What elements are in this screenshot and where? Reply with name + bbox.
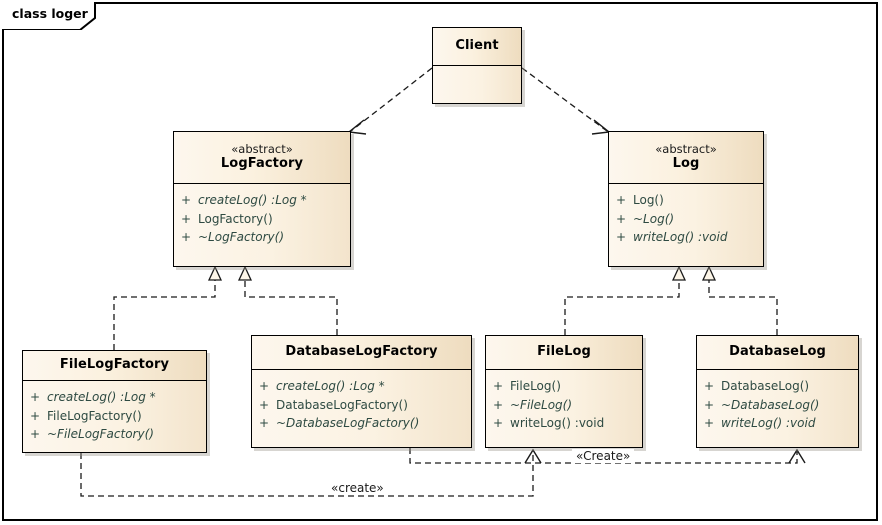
class-name-log: Log	[672, 156, 700, 172]
member-signature: writeLog() :void	[633, 230, 728, 245]
class-box-client[interactable]: Client	[432, 27, 522, 104]
member-row: + ~Log()	[609, 210, 763, 229]
member-visibility: +	[492, 416, 504, 431]
member-row: + ~FileLog()	[486, 396, 642, 415]
class-box-databaselogfactory[interactable]: DatabaseLogFactory + createLog() :Log * …	[251, 335, 472, 448]
class-name-databaselogfactory: DatabaseLogFactory	[285, 344, 438, 360]
member-signature: DatabaseLogFactory()	[276, 397, 408, 412]
member-row: + createLog() :Log *	[174, 191, 350, 210]
member-signature: ~DatabaseLogFactory()	[276, 416, 420, 431]
member-signature: writeLog() :void	[721, 416, 816, 431]
member-visibility: +	[258, 397, 270, 412]
dependency-create-filelogfactory-filelog	[80, 448, 542, 497]
class-members-filelog: + FileLog() + ~FileLog() + writeLog() :v…	[486, 370, 642, 447]
member-signature: ~FileLog()	[510, 397, 573, 412]
member-row: + createLog() :Log *	[23, 388, 206, 407]
class-header-logfactory: «abstract» LogFactory	[174, 132, 350, 184]
realization-filelogfactory-logfactory	[113, 265, 223, 350]
realization-databaselogfactory-logfactory	[237, 265, 338, 335]
class-box-databaselog[interactable]: DatabaseLog + DatabaseLog() + ~DatabaseL…	[696, 335, 859, 448]
member-signature: ~Log()	[633, 211, 675, 226]
dependency-client-logfactory	[347, 67, 433, 135]
member-row: + ~DatabaseLog()	[697, 396, 858, 415]
member-signature: createLog() :Log *	[198, 193, 307, 207]
member-row: + DatabaseLog()	[697, 377, 858, 396]
class-stereotype-log: «abstract»	[655, 141, 717, 156]
class-header-client: Client	[433, 28, 521, 66]
member-row: + LogFactory()	[174, 210, 350, 229]
class-box-logfactory[interactable]: «abstract» LogFactory + createLog() :Log…	[173, 131, 351, 267]
member-visibility: +	[29, 427, 41, 442]
member-signature: createLog() :Log *	[47, 390, 156, 404]
class-members-databaselog: + DatabaseLog() + ~DatabaseLog() + write…	[697, 370, 858, 447]
class-box-filelog[interactable]: FileLog + FileLog() + ~FileLog() + write…	[485, 335, 643, 448]
class-header-databaselog: DatabaseLog	[697, 336, 858, 370]
frame-label: class loger	[12, 6, 88, 21]
realization-filelog-log	[564, 265, 687, 335]
member-visibility: +	[180, 230, 192, 245]
member-row: + FileLogFactory()	[23, 407, 206, 426]
member-row: + FileLog()	[486, 377, 642, 396]
class-members-databaselogfactory: + createLog() :Log * + DatabaseLogFactor…	[252, 370, 471, 447]
member-visibility: +	[492, 379, 504, 393]
class-name-logfactory: LogFactory	[220, 156, 304, 172]
member-signature: ~LogFactory()	[198, 230, 284, 245]
member-signature: ~DatabaseLog()	[721, 397, 820, 412]
member-visibility: +	[615, 211, 627, 226]
dependency-create-databaselogfactory-databaselog	[409, 448, 806, 464]
member-row: + DatabaseLogFactory()	[252, 396, 471, 415]
member-row: + ~FileLogFactory()	[23, 425, 206, 444]
class-members-log: + Log() + ~Log() + writeLog() :void	[609, 184, 763, 266]
class-header-filelog: FileLog	[486, 336, 642, 370]
member-visibility: +	[492, 397, 504, 412]
member-signature: ~FileLogFactory()	[47, 427, 154, 442]
member-row: + writeLog() :void	[697, 414, 858, 433]
member-visibility: +	[29, 390, 41, 404]
member-row: + createLog() :Log *	[252, 377, 471, 396]
class-members-client	[433, 66, 521, 103]
edge-label-create-filelog: «create»	[327, 481, 388, 496]
member-visibility: +	[703, 397, 715, 412]
member-row: + ~DatabaseLogFactory()	[252, 414, 471, 433]
class-box-filelogfactory[interactable]: FileLogFactory + createLog() :Log * + Fi…	[22, 350, 207, 453]
member-visibility: +	[615, 230, 627, 245]
class-header-databaselogfactory: DatabaseLogFactory	[252, 336, 471, 370]
member-signature: FileLogFactory()	[47, 408, 142, 423]
class-members-logfactory: + createLog() :Log * + LogFactory() + ~L…	[174, 184, 350, 266]
class-header-filelogfactory: FileLogFactory	[23, 351, 206, 381]
member-row: + Log()	[609, 191, 763, 210]
member-visibility: +	[615, 193, 627, 207]
dependency-client-log	[521, 67, 611, 135]
class-name-filelogfactory: FileLogFactory	[59, 357, 170, 373]
member-signature: FileLog()	[510, 379, 561, 393]
member-row: + writeLog() :void	[486, 414, 642, 433]
class-stereotype-logfactory: «abstract»	[231, 141, 293, 156]
member-signature: DatabaseLog()	[721, 379, 810, 393]
class-members-filelogfactory: + createLog() :Log * + FileLogFactory() …	[23, 381, 206, 452]
class-box-log[interactable]: «abstract» Log + Log() + ~Log() + writeL…	[608, 131, 764, 267]
class-name-filelog: FileLog	[537, 344, 591, 360]
member-row: + writeLog() :void	[609, 228, 763, 247]
member-row: + ~LogFactory()	[174, 228, 350, 247]
member-visibility: +	[703, 379, 715, 393]
member-signature: LogFactory()	[198, 211, 273, 226]
member-visibility: +	[180, 193, 192, 207]
class-name-client: Client	[455, 38, 499, 54]
member-visibility: +	[258, 379, 270, 393]
class-name-databaselog: DatabaseLog	[729, 344, 826, 360]
member-signature: Log()	[633, 193, 664, 207]
member-visibility: +	[258, 416, 270, 431]
class-header-log: «abstract» Log	[609, 132, 763, 184]
realization-databaselog-log	[701, 265, 778, 335]
member-visibility: +	[180, 211, 192, 226]
edge-label-create-databaselog: «Create»	[572, 449, 635, 464]
member-visibility: +	[29, 408, 41, 423]
member-signature: createLog() :Log *	[276, 379, 385, 393]
member-visibility: +	[703, 416, 715, 431]
member-signature: writeLog() :void	[510, 416, 605, 431]
